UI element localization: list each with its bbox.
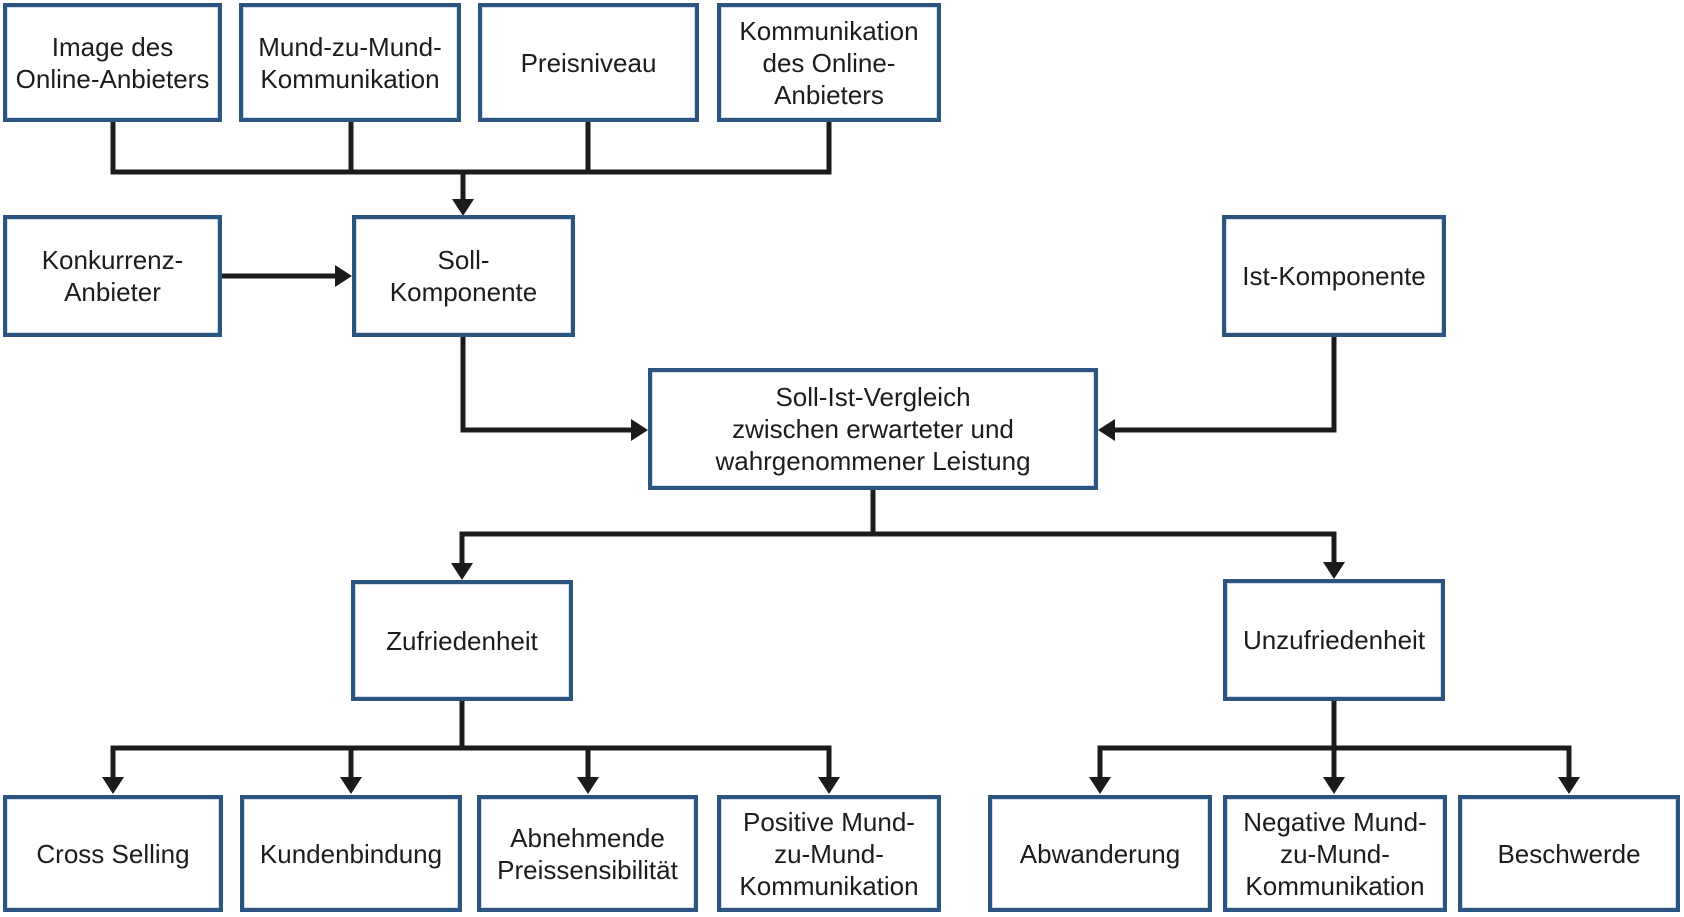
connector-zufriedenheit-split: [102, 701, 840, 794]
node-beschwerde: Beschwerde: [1458, 795, 1680, 912]
connector-vergleich-split: [451, 490, 1345, 580]
node-label: Unzufriedenheit: [1242, 625, 1426, 655]
connector-soll-to-vergleich: [460, 337, 648, 441]
node-mund-zu-mund-kommunikation: Mund-zu-Mund- Kommunikation: [239, 3, 461, 122]
node-label: Kommunikation des Online- Anbieters: [739, 15, 919, 110]
connector-top-collector: [110, 122, 832, 216]
connector-konkurrenz-to-soll: [222, 265, 352, 287]
node-label: Zufriedenheit: [386, 625, 538, 656]
node-label: Soll-Ist-Vergleich zwischen erwarteter u…: [715, 382, 1031, 476]
node-ist-komponente: Ist-Komponente: [1222, 215, 1446, 337]
node-label: Soll- Komponente: [389, 245, 538, 307]
node-label: Cross Selling: [36, 838, 190, 869]
node-label: Positive Mund- zu-Mund- Kommunikation: [739, 806, 919, 901]
node-label: Konkurrenz- Anbieter: [41, 245, 184, 307]
node-unzufriedenheit: Unzufriedenheit: [1223, 579, 1445, 701]
node-kommunikation-des-online-anbieters: Kommunikation des Online- Anbieters: [717, 3, 941, 122]
connector-ist-to-vergleich: [1098, 337, 1337, 441]
node-label: Ist-Komponente: [1242, 261, 1426, 291]
node-label: Beschwerde: [1497, 838, 1641, 869]
node-abnehmende-preissensibilitaet: Abnehmende Preissensibilität: [477, 795, 698, 912]
node-soll-ist-vergleich: Soll-Ist-Vergleich zwischen erwarteter u…: [648, 368, 1098, 490]
node-negative-mund-zu-mund-kommunikation: Negative Mund- zu-Mund- Kommunikation: [1223, 795, 1447, 912]
node-positive-mund-zu-mund-kommunikation: Positive Mund- zu-Mund- Kommunikation: [717, 795, 941, 912]
node-abwanderung: Abwanderung: [988, 795, 1212, 912]
node-kundenbindung: Kundenbindung: [240, 795, 462, 912]
node-soll-komponente: Soll- Komponente: [352, 215, 575, 337]
node-preisniveau: Preisniveau: [478, 3, 699, 122]
node-label: Kundenbindung: [259, 838, 443, 869]
connector-unzufriedenheit-split: [1089, 701, 1580, 794]
node-zufriedenheit: Zufriedenheit: [351, 580, 573, 701]
node-image-des-online-anbieters: Image des Online-Anbieters: [3, 3, 222, 122]
node-label: Mund-zu-Mund- Kommunikation: [258, 31, 442, 94]
node-label: Abnehmende Preissensibilität: [497, 822, 678, 885]
node-cross-selling: Cross Selling: [3, 795, 223, 912]
node-label: Negative Mund- zu-Mund- Kommunikation: [1243, 806, 1427, 901]
node-label: Preisniveau: [520, 47, 657, 78]
node-konkurrenz-anbieter: Konkurrenz- Anbieter: [3, 215, 222, 337]
node-label: Image des Online-Anbieters: [15, 31, 210, 94]
node-label: Abwanderung: [1019, 838, 1181, 869]
